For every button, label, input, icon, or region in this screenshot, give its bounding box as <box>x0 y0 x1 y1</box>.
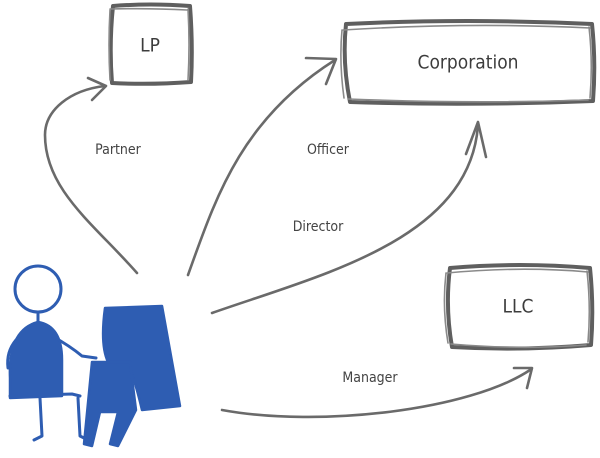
edge-partner: Partner <box>43 76 142 275</box>
node-llc-label: LLC <box>503 296 534 318</box>
edge-manager: Manager <box>220 366 534 419</box>
edge-manager-label: Manager <box>342 370 398 386</box>
node-corporation-label: Corporation <box>418 52 519 74</box>
node-llc[interactable]: LLC <box>443 263 595 351</box>
edge-director-label: Director <box>293 219 344 235</box>
person-in-chair-icon <box>6 264 182 448</box>
edge-officer-label: Officer <box>307 142 350 158</box>
node-corporation[interactable]: Corporation <box>340 19 597 106</box>
edge-officer: Officer <box>186 56 350 277</box>
edge-director: Director <box>210 120 488 315</box>
node-lp[interactable]: LP <box>108 2 194 86</box>
edge-partner-label: Partner <box>95 142 142 158</box>
node-lp-label: LP <box>140 35 160 57</box>
